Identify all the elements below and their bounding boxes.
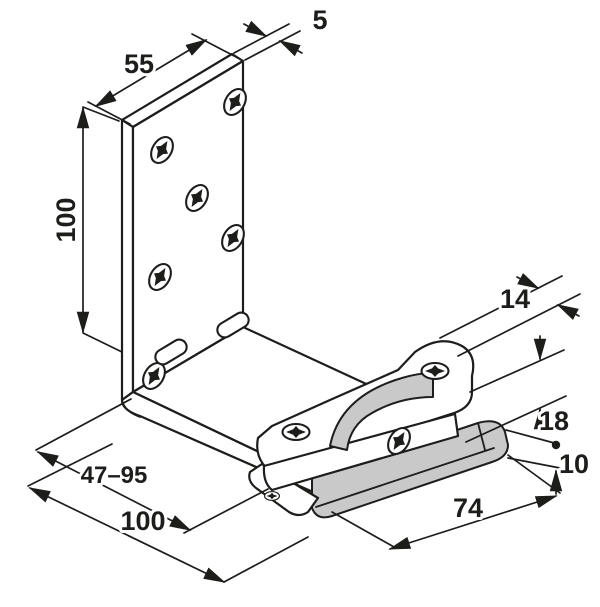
dim-label-plate-thickness: 5 [312,5,327,35]
dimension-arrow [243,20,268,37]
dimension-plate-clearance: 10 [505,429,592,495]
dimension-plate-thickness: 5 [233,2,331,61]
sliding-plate-edge [315,447,495,508]
extension-line [191,33,239,59]
extension-line [27,443,113,487]
phillips-screw [281,422,311,442]
dim-label-plate-height: 100 [51,197,81,242]
dim-label-adjustment-range: 47–95 [81,462,148,489]
dim-label-plate-clearance: 10 [559,449,589,479]
dim-label-plate-width: 55 [124,49,154,79]
plate-left-edge [120,118,135,402]
dim-label-slide-length: 74 [453,493,483,523]
extension-line [469,349,565,393]
extension-line [183,488,269,534]
dim-label-hook-width: 14 [500,284,530,314]
dimension-slide-length: 74 [331,454,561,550]
extension-line [233,23,290,54]
extension-line [507,457,561,469]
dimension-line [94,39,208,107]
dimension-arrow [516,273,540,289]
bend-curve [121,399,141,418]
sliding-plate-lip [477,422,486,451]
extension-line [87,101,131,125]
phillips-screw-small [263,491,281,501]
dimension-plate-width: 55 [87,33,239,125]
dimension-line [28,487,226,583]
sliding-plate [311,420,509,519]
dimension-base-depth: 100 [27,443,309,583]
extension-line [82,332,123,353]
dimension-arrow [556,304,580,320]
extension-line [223,536,309,583]
extension-line [35,398,132,451]
extension-line [439,275,563,339]
dim-label-base-depth: 100 [120,506,165,536]
clamp-assembly [248,340,509,519]
extension-line [331,511,395,548]
dimension-plate-height: 100 [48,106,123,353]
extension-line [505,429,559,445]
extension-line [465,395,567,443]
extension-line [507,454,561,494]
dimension-hook-height: 18 [465,335,572,443]
dim-label-hook-height: 18 [539,406,569,436]
dimension-origin-dot [551,440,561,450]
phillips-screw [420,361,450,381]
dimension-line [388,495,558,550]
extension-line [244,30,301,61]
dimension-hook-width: 14 [439,273,581,357]
dimension-arrow [278,40,303,57]
